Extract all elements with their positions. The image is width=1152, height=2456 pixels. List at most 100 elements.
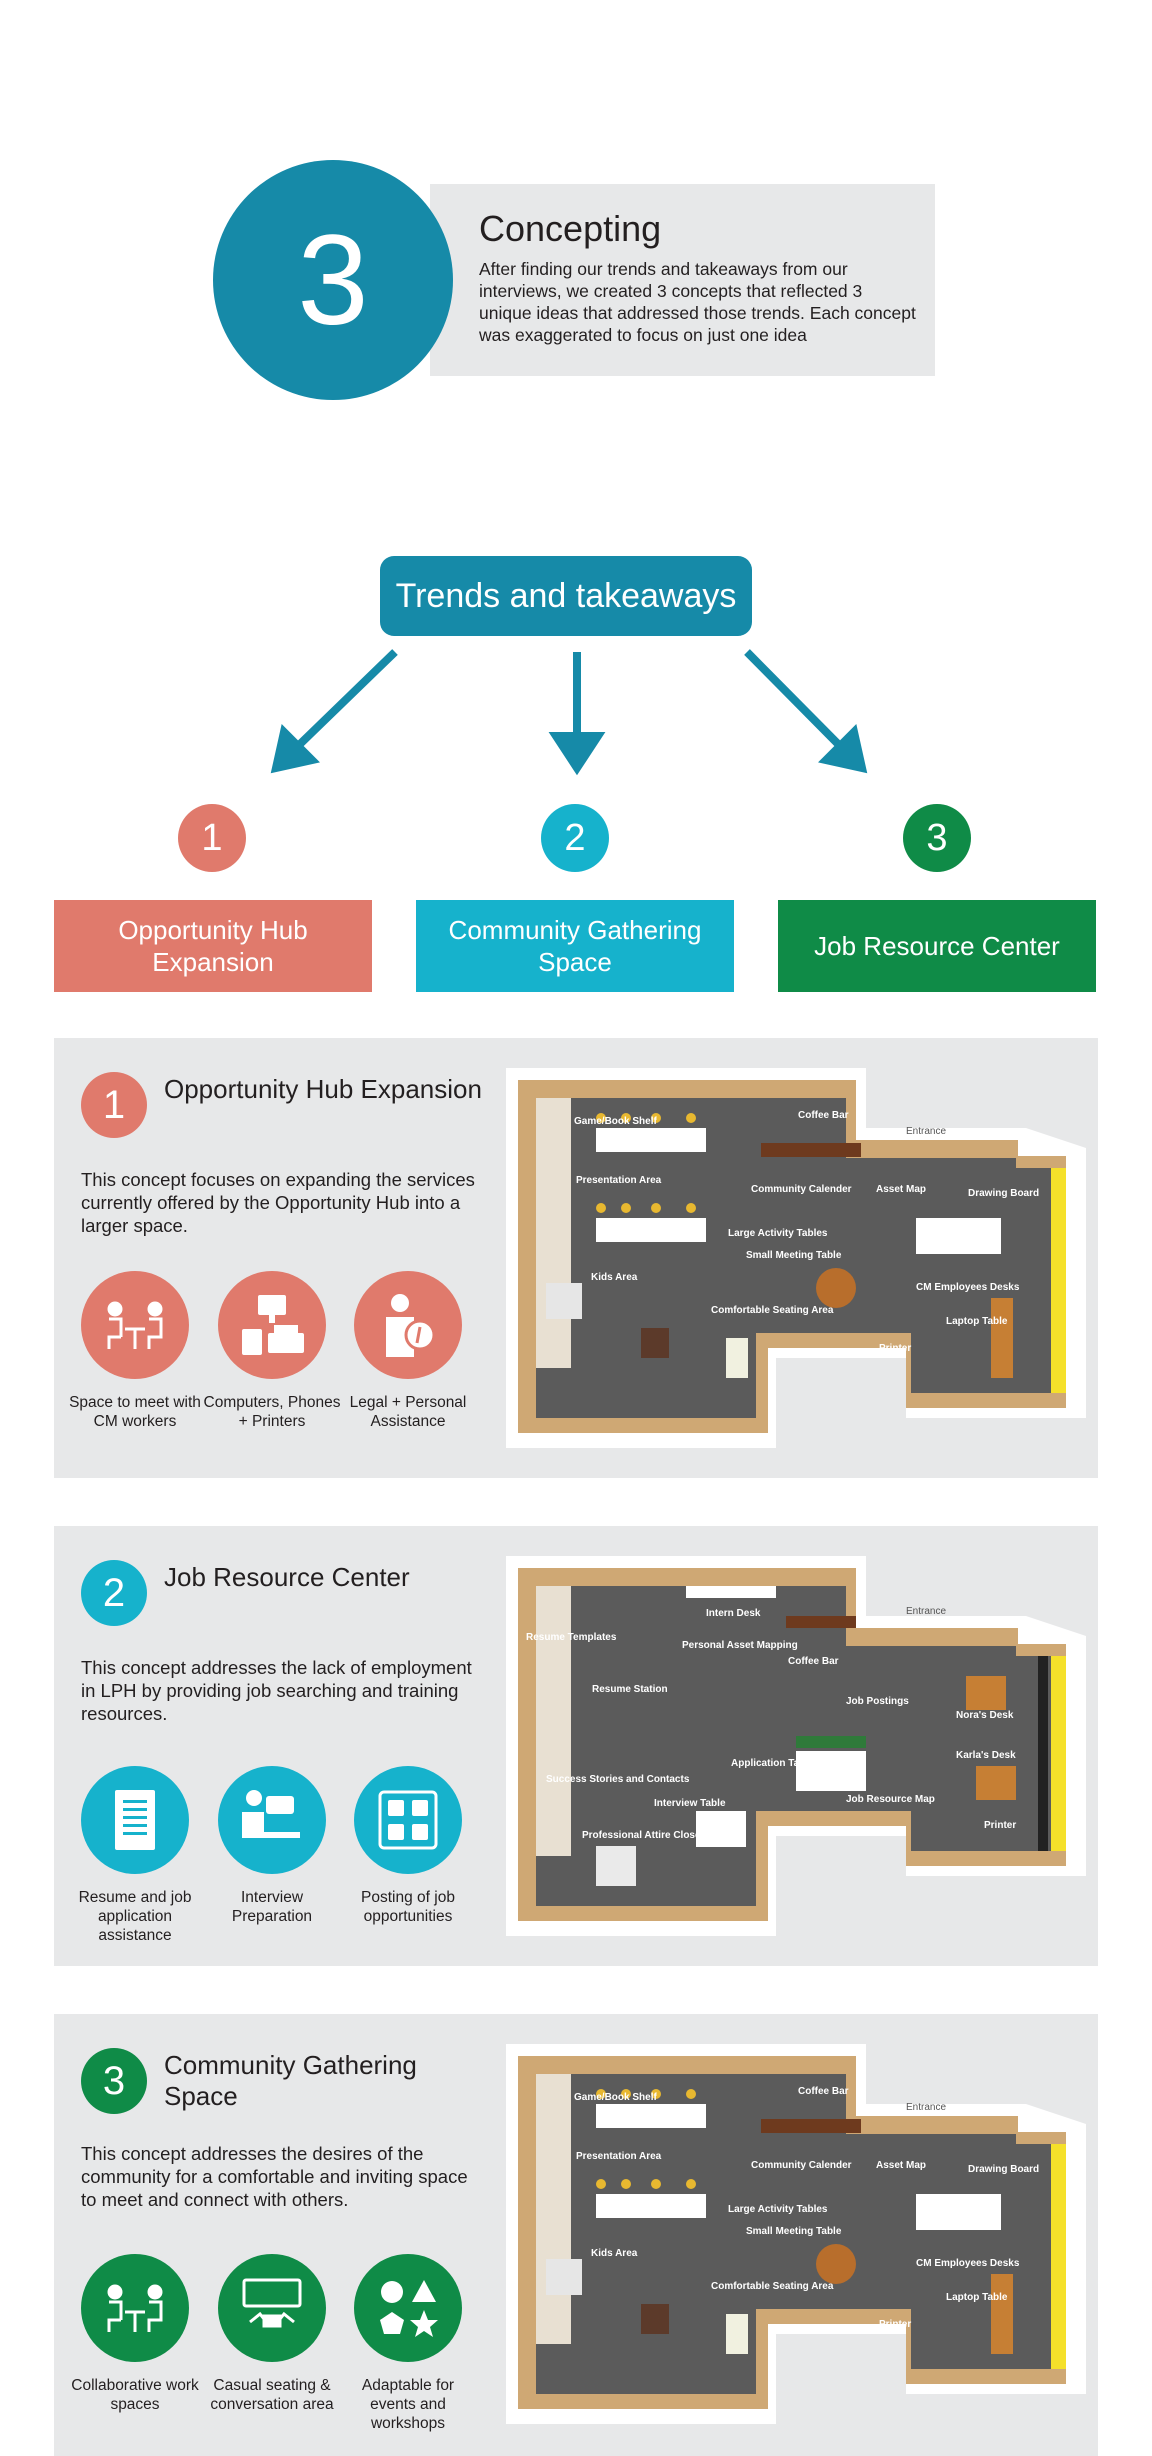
concept-2-box: Community Gathering Space <box>416 900 734 992</box>
floor-plan-1: Game/Book Shelf Presentation Area Kids A… <box>506 1068 1086 1448</box>
concept-1-label: Opportunity Hub Expansion <box>118 915 308 977</box>
svg-text:Nora's Desk: Nora's Desk <box>956 1710 1014 1721</box>
svg-text:Presentation Area: Presentation Area <box>576 2151 662 2162</box>
feature-job-posting: Posting of job opportunities <box>338 1766 478 1926</box>
panel-opportunity-hub: 1 Opportunity Hub Expansion This concept… <box>54 1038 1098 1478</box>
resume-icon <box>115 1790 155 1850</box>
meeting-icon <box>107 1301 163 1349</box>
arrow-left-head <box>270 724 320 774</box>
svg-text:Intern Desk: Intern Desk <box>706 1608 761 1619</box>
svg-text:Coffee Bar: Coffee Bar <box>798 2086 849 2097</box>
legal-assistance-icon <box>386 1294 436 1357</box>
svg-text:Laptop Table: Laptop Table <box>946 1316 1008 1327</box>
concept-3-number: 3 <box>926 816 948 859</box>
arrows <box>270 649 868 776</box>
floor-plan-2: Resume Templates Resume Station Success … <box>506 1556 1086 1936</box>
casual-seating-icon <box>242 2278 302 2328</box>
feature-label: Collaborative work spaces <box>71 2377 199 2413</box>
svg-text:Large Activity Tables: Large Activity Tables <box>728 1228 828 1239</box>
svg-text:Drawing Board: Drawing Board <box>968 2164 1039 2175</box>
arrow-right <box>744 649 843 749</box>
panel-3-number: 3 <box>81 2048 147 2114</box>
concept-3-box: Job Resource Center <box>778 900 1096 992</box>
feature-label: Interview Preparation <box>231 1889 313 1925</box>
svg-text:CM Employees Desks: CM Employees Desks <box>916 1282 1020 1293</box>
feature-resume: Resume and job application assistance <box>65 1766 205 1945</box>
svg-text:Printer: Printer <box>879 1343 911 1354</box>
panel-3-description: This concept addresses the desires of th… <box>81 2143 468 2210</box>
svg-text:Resume Station: Resume Station <box>592 1684 668 1695</box>
svg-text:Comfortable Seating Area: Comfortable Seating Area <box>711 1305 834 1316</box>
concept-3-label: Job Resource Center <box>814 931 1060 961</box>
svg-text:Kids Area: Kids Area <box>591 1272 638 1283</box>
panel-2-title: Job Resource Center <box>164 1562 410 1592</box>
feature-meet-cm: Space to meet with CM workers <box>65 1271 205 1431</box>
header-number-circle: 3 <box>213 160 453 400</box>
panel-2-description: This concept addresses the lack of emplo… <box>81 1657 472 1724</box>
shapes-icon <box>380 2280 438 2337</box>
concept-2-number: 2 <box>564 816 586 859</box>
header-title: Concepting <box>479 208 662 249</box>
header-panel <box>430 184 935 376</box>
svg-text:Community Calender: Community Calender <box>751 1184 852 1195</box>
panel-community-gathering: 3 Community Gathering Space This concept… <box>54 2014 1098 2456</box>
svg-text:Large Activity Tables: Large Activity Tables <box>728 2204 828 2215</box>
svg-text:Kids Area: Kids Area <box>591 2248 638 2259</box>
svg-text:Entrance: Entrance <box>906 1606 946 1617</box>
arrow-left <box>295 649 398 749</box>
concept-2-label: Community Gathering Space <box>448 915 702 977</box>
svg-text:Job Postings: Job Postings <box>846 1696 909 1707</box>
svg-text:Resume Templates: Resume Templates <box>526 1632 617 1643</box>
svg-text:Job Resource Map: Job Resource Map <box>846 1794 935 1805</box>
svg-text:Asset Map: Asset Map <box>876 2160 926 2171</box>
svg-text:Small Meeting Table: Small Meeting Table <box>746 1250 842 1261</box>
svg-text:Personal Asset Mapping: Personal Asset Mapping <box>682 1640 798 1651</box>
feature-adaptable: Adaptable for events and workshops <box>338 2254 478 2433</box>
svg-text:Presentation Area: Presentation Area <box>576 1175 662 1186</box>
svg-text:Community Calender: Community Calender <box>751 2160 852 2171</box>
svg-text:Entrance: Entrance <box>906 2102 946 2113</box>
svg-text:Entrance: Entrance <box>906 1126 946 1137</box>
feature-legal: Legal + Personal Assistance <box>338 1271 478 1431</box>
svg-text:Game/Book Shelf: Game/Book Shelf <box>574 2092 657 2103</box>
feature-label: Casual seating & conversation area <box>210 2377 334 2413</box>
feature-interview: Interview Preparation <box>202 1766 342 1926</box>
feature-casual-seating: Casual seating & conversation area <box>202 2254 342 2414</box>
arrow-middle-head <box>548 732 606 776</box>
concept-1-number: 1 <box>201 816 223 859</box>
panel-3-title: Community Gathering Space <box>164 2050 417 2111</box>
header-description: After finding our trends and takeaways f… <box>479 259 916 345</box>
panel-2-number: 2 <box>81 1560 147 1626</box>
feature-label: Adaptable for events and workshops <box>361 2377 455 2432</box>
header-number: 3 <box>297 208 369 352</box>
feature-label: Resume and job application assistance <box>78 1889 192 1944</box>
concept-1-box: Opportunity Hub Expansion <box>54 900 372 992</box>
svg-text:Drawing Board: Drawing Board <box>968 1188 1039 1199</box>
svg-text:Small Meeting Table: Small Meeting Table <box>746 2226 842 2237</box>
panel-1-title: Opportunity Hub Expansion <box>164 1074 482 1104</box>
feature-label: Posting of job opportunities <box>361 1889 455 1925</box>
svg-text:Laptop Table: Laptop Table <box>946 2292 1008 2303</box>
svg-text:Karla's Desk: Karla's Desk <box>956 1750 1016 1761</box>
feature-computers: Computers, Phones + Printers <box>202 1271 342 1431</box>
concept-3-circle: 3 <box>903 804 971 872</box>
concept-1-circle: 1 <box>178 804 246 872</box>
floor-plan-3: Game/Book Shelf Presentation Area Kids A… <box>506 2044 1086 2424</box>
feature-label: Computers, Phones + Printers <box>203 1394 341 1430</box>
svg-text:Coffee Bar: Coffee Bar <box>788 1656 839 1667</box>
svg-text:Application Table: Application Table <box>731 1758 814 1769</box>
svg-text:Game/Book Shelf: Game/Book Shelf <box>574 1116 657 1127</box>
svg-text:Printer: Printer <box>879 2319 911 2330</box>
panel-job-resource: 2 Job Resource Center This concept addre… <box>54 1526 1098 1966</box>
trends-box: Trends and takeaways <box>380 556 752 636</box>
arrow-right-head <box>818 724 868 774</box>
svg-text:Interview Table: Interview Table <box>654 1798 726 1809</box>
svg-text:Asset Map: Asset Map <box>876 1184 926 1195</box>
feature-label: Space to meet with CM workers <box>69 1394 201 1430</box>
svg-text:Comfortable Seating Area: Comfortable Seating Area <box>711 2281 834 2292</box>
job-board-icon <box>378 1790 438 1850</box>
computer-phone-printer-icon <box>242 1295 304 1355</box>
panel-1-number: 1 <box>81 1072 147 1138</box>
svg-text:Success Stories and Contacts: Success Stories and Contacts <box>546 1774 690 1785</box>
collaborative-icon <box>107 2284 163 2332</box>
